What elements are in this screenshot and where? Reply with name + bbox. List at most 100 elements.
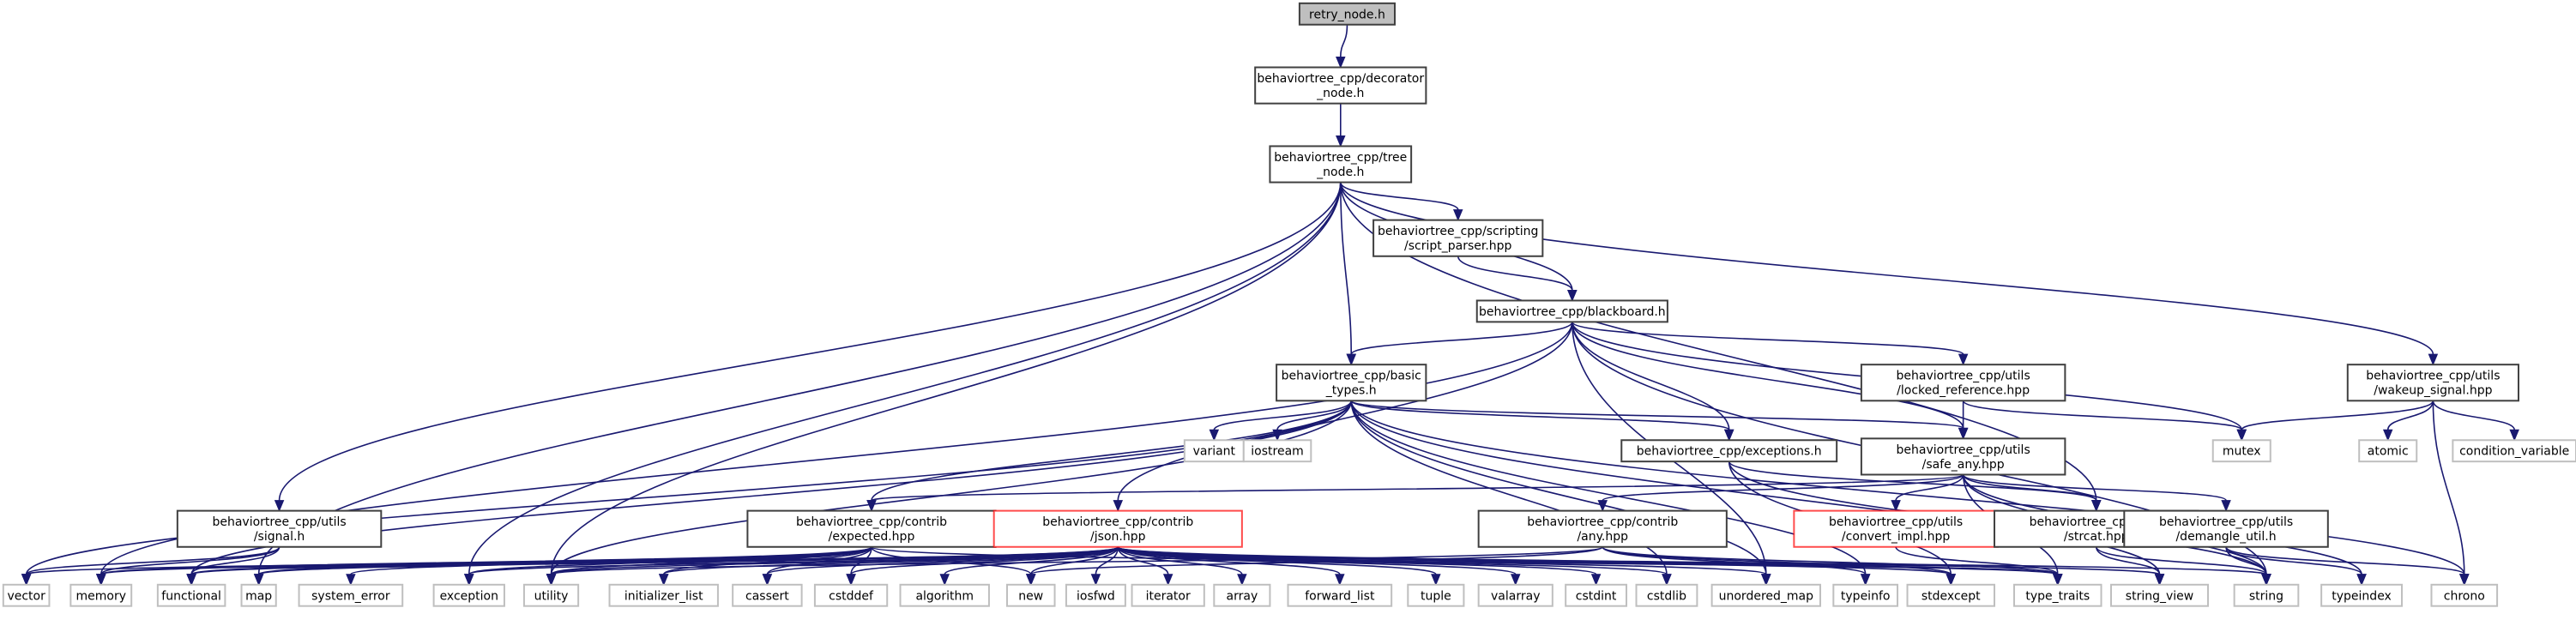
edge-any-to-typeinfo [1602, 546, 1867, 575]
arrowhead-expected-to-system_error [346, 574, 356, 587]
node-convert-impl[interactable]: behaviortree_cpp/utils/convert_impl.hpp [1793, 509, 1999, 548]
node-label: cstddef [829, 589, 874, 603]
node-script-parser[interactable]: behaviortree_cpp/scripting/script_parser… [1372, 219, 1544, 257]
arrowhead-json-to-memory [96, 574, 106, 587]
edge-any-to-new [1029, 546, 1604, 575]
edge-any-to-stdexcept [1602, 546, 1952, 575]
edge-tree_node-to-exception [468, 182, 1342, 575]
arrowhead-convert_impl-to-type_traits [2053, 574, 2063, 587]
node-label: cassert [745, 589, 789, 603]
node-decorator-node[interactable]: behaviortree_cpp/decorator_node.h [1254, 66, 1427, 105]
node-box [2211, 439, 2271, 463]
edges-layer [21, 24, 2519, 587]
node-blackboard[interactable]: behaviortree_cpp/blackboard.h [1475, 299, 1668, 323]
edge-blackboard-to-json [1117, 322, 1573, 501]
node-label: behaviortree_cpp/contrib [1042, 515, 1193, 529]
node-box [2123, 509, 2329, 548]
node-label: behaviortree_cpp/utils [1829, 515, 1963, 529]
node-locked-reference[interactable]: behaviortree_cpp/utils/locked_reference.… [1860, 364, 2066, 402]
edge-basic_types-to-utility [550, 400, 1353, 575]
node-box [1065, 583, 1126, 607]
node-label: iosfwd [1077, 589, 1115, 603]
node-box [1832, 583, 1899, 607]
edge-safe_any-to-any [1602, 473, 1964, 502]
node-box [899, 583, 990, 607]
node-box [176, 509, 383, 548]
node-cstddef: cstddef [813, 583, 889, 607]
node-label: cstdint [1576, 589, 1617, 603]
edge-any-to-type_traits [1602, 546, 2059, 575]
node-stdexcept: stdexcept [1906, 583, 1996, 607]
node-expected[interactable]: behaviortree_cpp/contrib/expected.hpp [746, 509, 997, 548]
node-box [1565, 583, 1628, 607]
edge-safe_any-to-convert_impl [1895, 474, 1964, 501]
node-condition-variable: condition_variable [2452, 439, 2576, 463]
node-tree-node[interactable]: behaviortree_cpp/tree_node.h [1269, 145, 1413, 184]
arrowhead-decorator_node-to-tree_node [1336, 135, 1346, 147]
edge-basic_types-to-iostream [1276, 400, 1353, 430]
node-vector: vector [2, 583, 51, 607]
node-label: memory [76, 589, 127, 603]
node-label: /signal.h [254, 530, 305, 544]
node-wakeup-signal[interactable]: behaviortree_cpp/utils/wakeup_signal.hpp [2346, 364, 2519, 402]
node-demangle-util[interactable]: behaviortree_cpp/utils/demangle_util.h [2123, 509, 2329, 548]
arrowhead-tree_node-to-script_parser [1452, 209, 1463, 221]
node-label: exception [440, 589, 498, 603]
arrowhead-json-to-forward_list [1335, 574, 1345, 587]
node-box [1242, 439, 1312, 463]
node-label: /any.hpp [1577, 530, 1628, 544]
node-label: /json.hpp [1090, 530, 1146, 544]
node-label: behaviortree_cpp/utils [212, 515, 346, 529]
node-box [1298, 2, 1396, 26]
node-box [69, 583, 133, 607]
edge-tree_node-to-wakeup_signal [1339, 182, 2434, 355]
node-label: iterator [1146, 589, 1191, 603]
node-label: array [1227, 589, 1258, 603]
node-retry-node[interactable]: retry_node.h [1298, 2, 1396, 26]
edge-signal-to-functional [190, 546, 281, 575]
edge-safe_any-to-strcat [1962, 474, 2097, 502]
edge-strcat-to-string [2095, 546, 2267, 575]
arrowhead-tree_node-to-wakeup_signal [2428, 353, 2439, 366]
node-basic-types[interactable]: behaviortree_cpp/basic_types.h [1276, 364, 1427, 402]
node-label: /expected.hpp [829, 530, 915, 544]
edge-locked_reference-to-mutex [1962, 400, 2243, 431]
arrowhead-strcat-to-string_view [2154, 574, 2165, 587]
edge-json-to-array [1117, 546, 1243, 575]
node-exceptions[interactable]: behaviortree_cpp/exceptions.h [1620, 439, 1838, 463]
arrowhead-json-to-exception [464, 574, 474, 587]
node-iosfwd: iosfwd [1065, 583, 1126, 607]
arrowhead-json-to-valarray [1511, 574, 1521, 587]
edge-wakeup_signal-to-condition_variable [2432, 400, 2515, 430]
node-label: /safe_any.hpp [1922, 458, 2005, 472]
node-safe-any[interactable]: behaviortree_cpp/utils/safe_any.hpp [1860, 437, 2066, 476]
edge-wakeup_signal-to-chrono [2432, 400, 2465, 575]
edge-blackboard-to-exceptions [1572, 322, 1730, 430]
node-signal[interactable]: behaviortree_cpp/utils/signal.h [176, 509, 383, 548]
node-box [1860, 437, 2066, 476]
node-valarray: valarray [1477, 583, 1553, 607]
node-box [1477, 583, 1553, 607]
node-label: utility [534, 589, 569, 603]
node-typeindex: typeindex [2320, 583, 2403, 607]
node-utility: utility [522, 583, 580, 607]
node-box [746, 509, 997, 548]
edge-tree_node-to-utility [550, 182, 1342, 575]
node-box [608, 583, 719, 607]
node-label: /locked_reference.hpp [1897, 384, 2030, 398]
edge-strcat-to-string_view [2095, 546, 2161, 575]
node-json[interactable]: behaviortree_cpp/contrib/json.hpp [992, 509, 1243, 548]
node-box [732, 583, 803, 607]
arrowhead-json-to-cstdint [1590, 574, 1602, 587]
arrowhead-wakeup_signal-to-condition_variable [2509, 429, 2519, 442]
edge-blackboard-to-basic_types [1350, 321, 1573, 355]
edge-script_parser-to-blackboard [1457, 256, 1573, 291]
arrowhead-json-to-cassert [762, 574, 773, 587]
node-box [240, 583, 277, 607]
edge-json-to-cstddef [850, 546, 1119, 575]
arrowhead-json-to-functional [186, 574, 196, 587]
node-label: chrono [2444, 589, 2485, 603]
arrowhead-demangle_util-to-string [2261, 574, 2271, 587]
node-any[interactable]: behaviortree_cpp/contrib/any.hpp [1477, 509, 1728, 548]
